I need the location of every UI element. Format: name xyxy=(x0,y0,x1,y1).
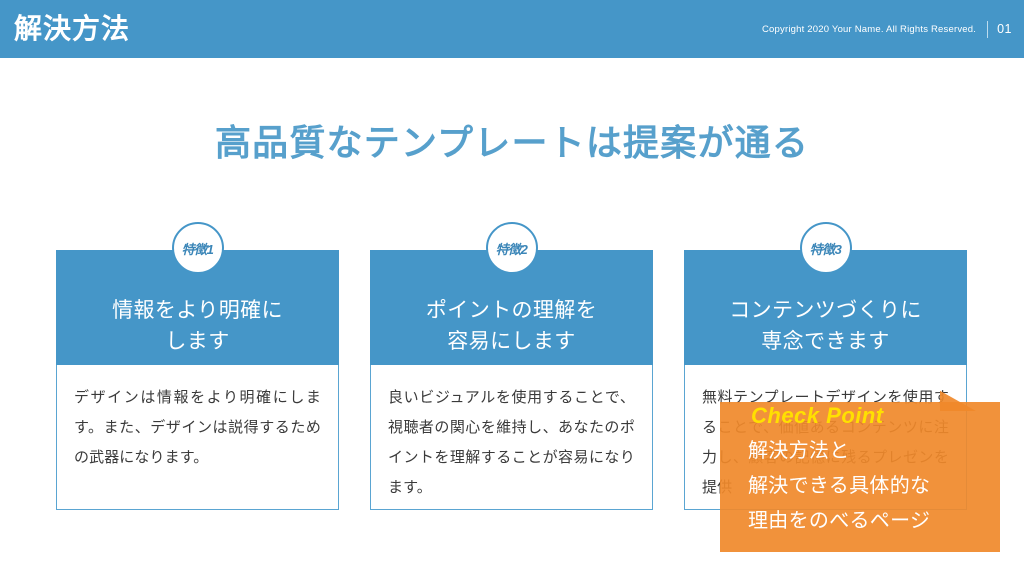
feature-card-1-header: 特徴1 情報をより明確に します xyxy=(56,222,339,365)
header-divider xyxy=(987,20,989,38)
feature-card-2: 特徴2 ポイントの理解を 容易にします 良いビジュアルを使用することで、視聴者の… xyxy=(370,222,653,510)
feature-card-1-heading: 情報をより明確に します xyxy=(112,299,283,353)
feature-card-2-heading: ポイントの理解を 容易にします xyxy=(425,299,598,353)
feature-card-1: 特徴1 情報をより明確に します デザインは情報をより明確にします。また、デザイ… xyxy=(56,222,339,510)
feature-card-1-text: デザインは情報をより明確にします。また、デザインは説得するための武器になります。 xyxy=(74,389,321,466)
feature-card-2-body: 良いビジュアルを使用することで、視聴者の関心を維持し、あなたのポイントを理解する… xyxy=(370,365,653,510)
page-number: 01 xyxy=(997,22,1012,36)
feature-badge-3: 特徴3 xyxy=(799,222,852,274)
check-point-callout xyxy=(720,402,1000,552)
feature-card-2-text: 良いビジュアルを使用することで、視聴者の関心を維持し、あなたのポイントを理解する… xyxy=(388,389,635,496)
feature-card-2-header: 特徴2 ポイントの理解を 容易にします xyxy=(370,222,653,365)
feature-badge-2: 特徴2 xyxy=(485,222,538,274)
check-point-label: Check Point xyxy=(751,403,884,428)
feature-card-3-header: 特徴3 コンテンツづくりに 専念できます xyxy=(684,222,967,365)
feature-card-1-body: デザインは情報をより明確にします。また、デザインは説得するための武器になります。 xyxy=(56,365,339,510)
feature-badge-1: 特徴1 xyxy=(171,222,224,274)
main-headline: 高品質なテンプレートは提案が通る xyxy=(214,122,810,163)
feature-card-3-heading: コンテンツづくりに 専念できます xyxy=(729,299,922,353)
check-point-body-text: 解決方法と 解決できる具体的な 理由をのべるページ xyxy=(748,440,931,532)
slide-header-bar xyxy=(0,0,1024,58)
copyright-text: Copyright 2020 Your Name. All Rights Res… xyxy=(762,23,977,35)
header-meta: Copyright 2020 Your Name. All Rights Res… xyxy=(762,18,1012,40)
page-title: 解決方法 xyxy=(14,13,131,44)
